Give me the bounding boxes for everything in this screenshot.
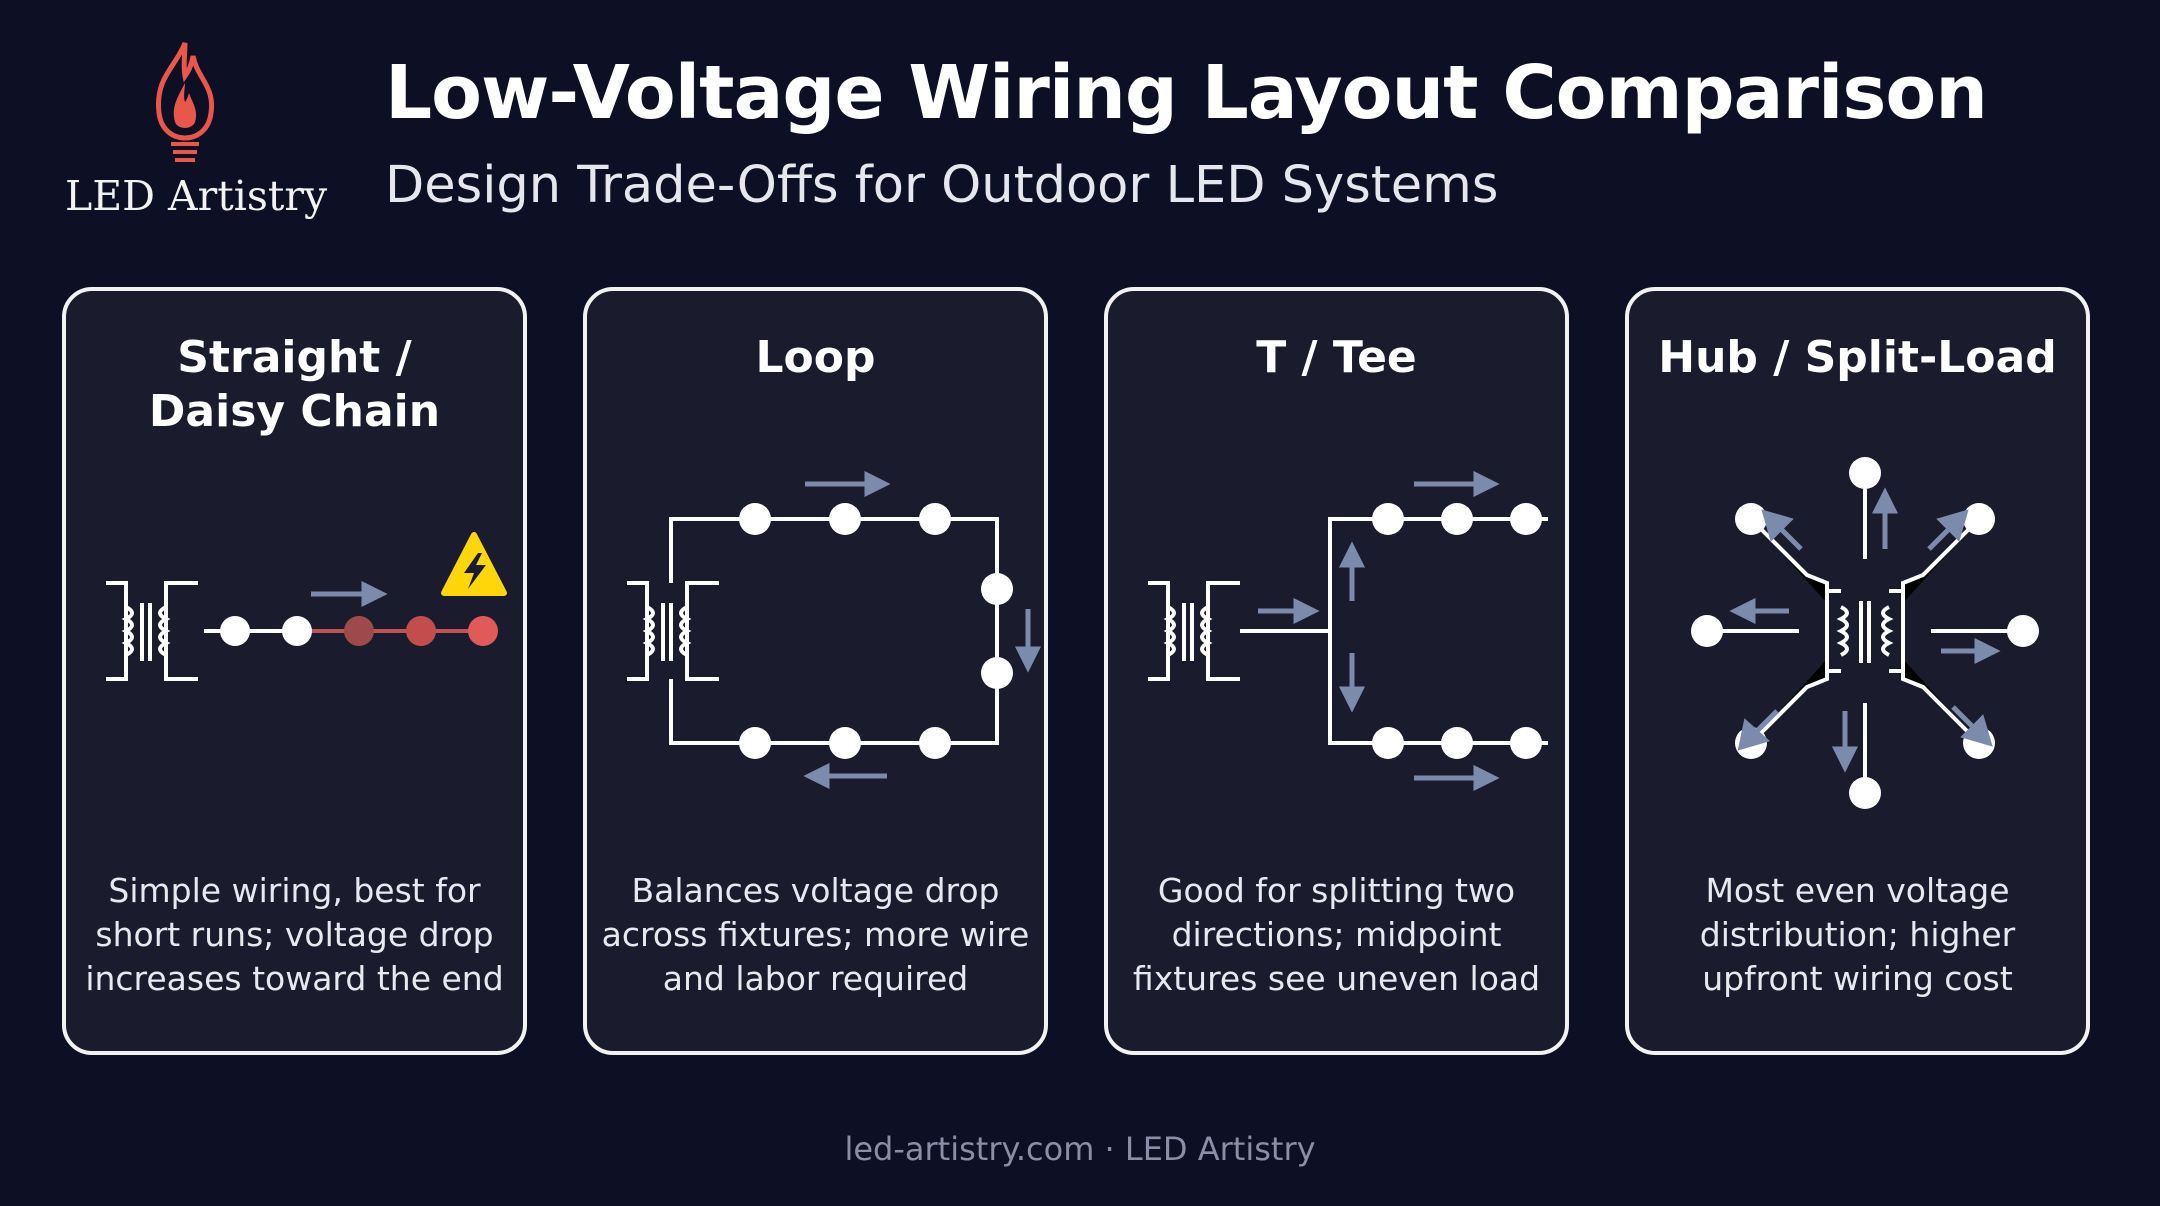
- layout-card-straight: Straight / Daisy Chain Simple wiring, be…: [62, 287, 527, 1055]
- layout-description: Balances voltage drop across fixtures; m…: [601, 871, 1030, 998]
- fixture-node: [282, 616, 312, 646]
- transformer-icon: [1148, 581, 1240, 681]
- layout-title: Hub / Split-Load: [1658, 332, 2057, 383]
- fixture-node: [1372, 727, 1404, 759]
- flow-arrow-icon: [1258, 470, 1500, 792]
- layout-title: Straight / Daisy Chain: [148, 332, 441, 437]
- fixture-node: [1510, 503, 1542, 535]
- layout-description: Good for splitting two directions; midpo…: [1132, 871, 1541, 998]
- fixture-node: [829, 727, 861, 759]
- fixture-node: [919, 503, 951, 535]
- layout-card-hub: Hub / Split-Load: [1625, 287, 2090, 1055]
- transformer-icon: [106, 581, 198, 681]
- flow-arrow-icon: [311, 580, 388, 608]
- flow-arrow-icon: [1729, 487, 2001, 773]
- transformer-icon: [627, 581, 719, 681]
- brand-name: LED Artistry: [65, 172, 328, 220]
- fixture-node: [1510, 727, 1542, 759]
- fixture-node: [2007, 615, 2039, 647]
- layout-card-tee: T / Tee Good for spl: [1104, 287, 1569, 1055]
- fixture-node: [220, 616, 250, 646]
- flow-arrow-icon: [803, 470, 1042, 790]
- fixture-node-dim: [406, 616, 436, 646]
- fixture-node: [1735, 503, 1767, 535]
- page-subtitle: Design Trade-Offs for Outdoor LED System…: [385, 156, 1499, 215]
- brand-logo: LED Artistry: [55, 38, 327, 228]
- fixture-node: [919, 727, 951, 759]
- layout-description: Simple wiring, best for short runs; volt…: [85, 871, 504, 998]
- fixture-node: [981, 657, 1013, 689]
- fixture-node: [1441, 503, 1473, 535]
- layout-title: Loop: [755, 332, 876, 383]
- layout-description: Most even voltage distribution; higher u…: [1699, 871, 2016, 998]
- fixture-node-dim: [344, 616, 374, 646]
- fixture-node: [739, 503, 771, 535]
- footer-text: led-artistry.com · LED Artistry: [844, 1130, 1316, 1168]
- fixture-node-dim: [468, 616, 498, 646]
- flame-bulb-icon: [155, 42, 215, 162]
- page-title: Low-Voltage Wiring Layout Comparison: [385, 50, 1988, 136]
- transformer-icon: [1825, 589, 1905, 673]
- loop-diagram: [627, 470, 1042, 790]
- fixture-node: [829, 503, 861, 535]
- fixture-node: [1963, 503, 1995, 535]
- fixture-node: [739, 727, 771, 759]
- fixture-node: [981, 573, 1013, 605]
- fixture-node: [1372, 503, 1404, 535]
- layout-title: T / Tee: [1256, 332, 1417, 383]
- daisy-chain-diagram: [106, 532, 507, 681]
- fixture-node: [1849, 777, 1881, 809]
- layout-card-loop: Loop Balances voltage drop across fixtur…: [583, 287, 1048, 1055]
- fixture-node: [1441, 727, 1473, 759]
- tee-diagram: [1148, 470, 1548, 792]
- fixture-node: [1691, 615, 1723, 647]
- hub-diagram: [1691, 457, 2039, 809]
- fixture-node: [1849, 457, 1881, 489]
- warning-icon: [441, 532, 507, 596]
